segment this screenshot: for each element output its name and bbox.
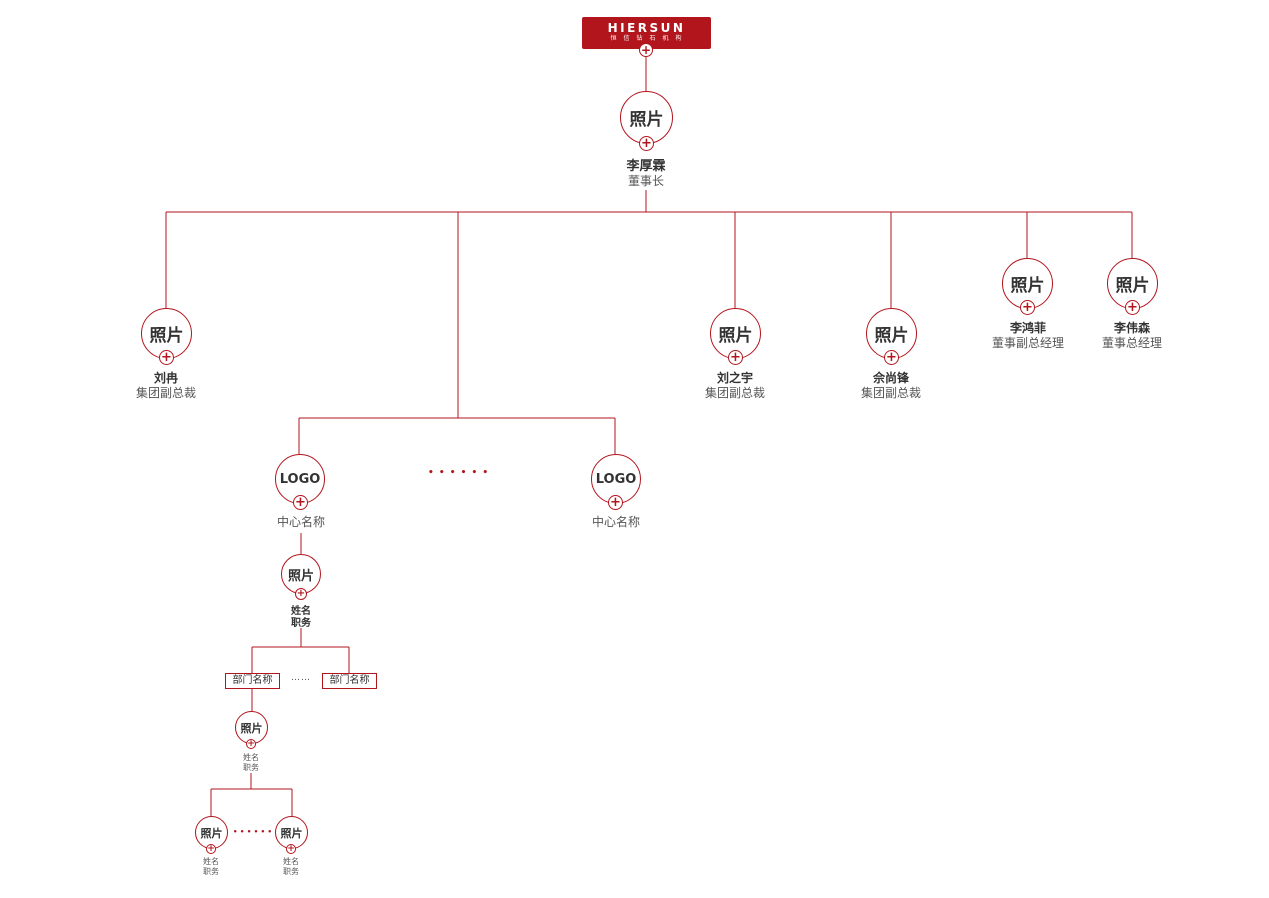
photo-placeholder: 照片 [200, 826, 223, 840]
chairman-name: 李厚霖 [626, 159, 666, 174]
expand-icon[interactable]: + [206, 843, 216, 854]
chairman-title: 董事长 [627, 174, 664, 188]
expand-icon[interactable]: + [608, 495, 623, 510]
photo-placeholder: 照片 [629, 110, 664, 130]
photo-placeholder: 照片 [280, 826, 303, 840]
center-head-name: 姓名 [291, 606, 311, 617]
dept-head-photo: 照片 [235, 711, 268, 744]
logo-brand: HIERSUN [607, 21, 686, 35]
staff-title: 职务 [283, 867, 299, 876]
photo-placeholder: 照片 [287, 568, 314, 584]
photo-placeholder: 照片 [1115, 276, 1150, 296]
expand-icon[interactable]: + [246, 738, 256, 749]
executive-name: 刘之宇 [716, 371, 753, 385]
executive-photo: 照片 [710, 308, 761, 359]
expand-icon[interactable]: + [728, 350, 743, 365]
executive-title: 董事总经理 [1101, 336, 1162, 350]
department-box: 部门名称 [225, 673, 280, 689]
hiersun-logo: HIERSUN 恒信钻石机构 [582, 17, 711, 49]
photo-placeholder: 照片 [1010, 276, 1045, 296]
logo-placeholder: LOGO [279, 471, 321, 487]
staff-photo: 照片 [275, 816, 308, 849]
staff-name: 姓名 [283, 857, 299, 866]
expand-icon[interactable]: + [286, 843, 296, 854]
staff-photo: 照片 [195, 816, 228, 849]
expand-icon[interactable]: + [295, 588, 307, 600]
executive-name: 李伟森 [1113, 321, 1150, 335]
executive-name: 李鸿菲 [1009, 321, 1046, 335]
executive-title: 集团副总裁 [860, 386, 921, 400]
center-head-title: 职务 [291, 618, 311, 629]
more-departments-dots: …… [291, 673, 311, 683]
expand-icon[interactable]: + [884, 350, 899, 365]
chairman-photo: 照片 [620, 91, 673, 144]
expand-icon[interactable]: + [1020, 300, 1035, 315]
photo-placeholder: 照片 [149, 326, 184, 346]
photo-placeholder: 照片 [718, 326, 753, 346]
dept-head-name: 姓名 [243, 753, 259, 762]
executive-name: 刘冉 [153, 371, 178, 385]
center-name: 中心名称 [276, 515, 325, 529]
expand-icon[interactable]: + [639, 136, 654, 151]
center-name: 中心名称 [591, 515, 640, 529]
expand-icon[interactable]: + [639, 43, 653, 57]
more-centers-dots: • • • • • • [428, 468, 490, 478]
executive-title: 集团副总裁 [135, 386, 196, 400]
dept-head-title: 职务 [243, 763, 259, 772]
logo-placeholder: LOGO [595, 471, 637, 487]
logo-subtitle: 恒信钻石机构 [610, 35, 689, 42]
expand-icon[interactable]: + [159, 350, 174, 365]
photo-placeholder: 照片 [874, 326, 909, 346]
executive-name: 佘尚锋 [872, 371, 909, 385]
photo-placeholder: 照片 [240, 721, 263, 735]
expand-icon[interactable]: + [1125, 300, 1140, 315]
staff-name: 姓名 [203, 857, 219, 866]
department-box: 部门名称 [322, 673, 377, 689]
executive-title: 集团副总裁 [704, 386, 765, 400]
executive-title: 董事副总经理 [991, 336, 1064, 350]
staff-title: 职务 [203, 867, 219, 876]
more-staff-dots: • • • • • • [233, 828, 273, 836]
expand-icon[interactable]: + [293, 495, 308, 510]
